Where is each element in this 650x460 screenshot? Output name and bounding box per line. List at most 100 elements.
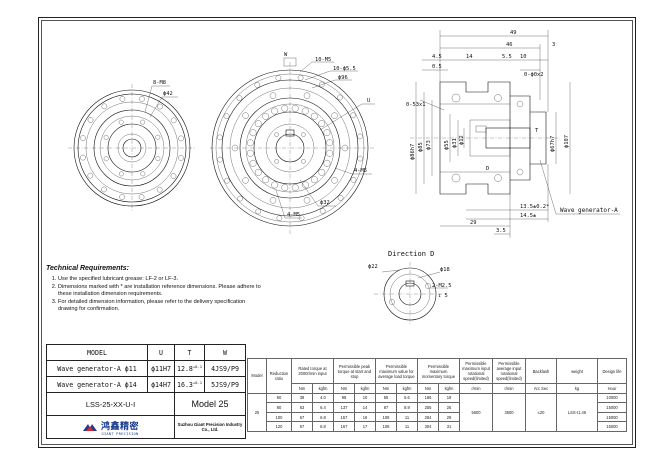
bolt-hole (281, 104, 289, 112)
bolt-hole (318, 120, 326, 127)
unit-cell: kgfm (396, 383, 418, 394)
direction-d-view (374, 262, 448, 326)
w-label: W (284, 52, 288, 58)
bolt-hole (118, 119, 124, 125)
bolt-hole (254, 82, 261, 88)
dia-53x1: 0-53x1 (406, 102, 425, 108)
spec-cell: 15000 (597, 402, 627, 413)
front-view-left (68, 84, 195, 212)
bolt-hole (139, 96, 145, 102)
bolt-hole (318, 168, 326, 176)
spec-header: Rated torque at 2000r/min input (291, 358, 334, 384)
dia-12: ϕ12 (459, 135, 465, 145)
spec-header: weight (556, 358, 598, 384)
spec-header: Design life (597, 358, 627, 384)
bolt-hole (249, 159, 257, 167)
bolt-hole (119, 96, 126, 102)
spec-cell: 50 (266, 392, 292, 404)
spec-cell: 11 (396, 411, 418, 423)
bolt-hole (323, 159, 331, 167)
requirement-item: Use the specified lubricant grease: LF-2… (58, 276, 261, 283)
spec-cell: 15000 (597, 411, 627, 423)
front-view-center (210, 57, 375, 234)
label-dia96: ϕ96 (338, 75, 348, 81)
bolt-hole (157, 103, 163, 110)
spec-cell: 6.8 (312, 421, 334, 432)
bolt-hole (178, 135, 184, 142)
bolt-hole (101, 103, 108, 110)
bolt-hole (254, 120, 262, 128)
bolt-hole (269, 92, 277, 99)
spec-header: Model (247, 358, 267, 394)
dia-67h7: ϕ67h7 (550, 136, 556, 152)
bolt-hole (155, 156, 161, 162)
dia-31: ϕ31 (452, 138, 458, 148)
bolt-hole (101, 186, 107, 193)
spec-cell: 255 (417, 402, 439, 413)
bolt-hole (236, 95, 243, 101)
bolt-hole (269, 197, 277, 204)
t-cell: 16.3+0.1 (173, 376, 206, 393)
dim-4-5: 4.5 (432, 54, 442, 60)
label-t: T (535, 128, 539, 134)
unit-cell: Nm (375, 383, 397, 394)
bolt-hole (118, 171, 124, 177)
bolt-hole (138, 194, 145, 200)
bolt-hole (274, 159, 279, 164)
bolt-hole (301, 107, 309, 115)
thread-2m25: 2-M2.5 (432, 283, 451, 289)
spec-cell: 16 (354, 411, 376, 423)
bolt-hole (119, 194, 125, 200)
dim-3-5: 3.5 (496, 228, 506, 234)
dim-0-dia0x2: 0-ϕ0x2 (524, 72, 543, 78)
w-cell: 5JS9/P9 (204, 376, 247, 393)
dia-label-42: ϕ42 (163, 91, 173, 97)
bolt-hole (87, 172, 94, 179)
bolt-hole (242, 177, 249, 184)
unit-cell: Nm (291, 383, 313, 394)
unit-cell: Arc Sec (525, 383, 557, 394)
label-10-dia55: 10-ϕ5.5 (333, 66, 356, 72)
dia-22: ϕ22 (368, 264, 378, 270)
spec-cell: 186 (417, 392, 439, 404)
bolt-hole (323, 129, 331, 137)
bolt-hole (217, 134, 223, 141)
bolt-hole (301, 181, 309, 189)
spec-cell: 284 (417, 411, 439, 423)
w-cell: 4JS9/P9 (204, 360, 247, 377)
label-dia32: ϕ32 (320, 200, 330, 206)
unit-cell: Hour (597, 383, 627, 394)
dim-3: 3 (552, 42, 555, 48)
spec-cell: 5600 (459, 392, 493, 432)
bolt-hole (274, 132, 279, 137)
bolt-hole (217, 156, 223, 163)
spec-header: Permissible average input rotational spe… (492, 358, 526, 384)
spec-cell: 100 (266, 411, 292, 423)
requirement-item: Dimensions marked with * are installatio… (58, 284, 261, 299)
thread-label-8m8: 8-M8 (153, 80, 166, 86)
spec-header: Permissible peak torque at start and sto… (333, 358, 376, 384)
bolt-hole (350, 112, 356, 119)
spec-cell: 29 (438, 411, 460, 423)
unit-cell: kgfm (354, 383, 376, 394)
label-4m5-bottom: 4-M5 (287, 212, 300, 218)
spec-cell: 108 (375, 411, 397, 423)
bolt-hole (291, 104, 299, 112)
dim-13-5: 13.5±0.2* (520, 204, 549, 210)
logo-text-cn: 鸿鑫精密 (100, 421, 139, 432)
bolt-hole (350, 177, 357, 183)
spec-cell: 63 (291, 402, 313, 413)
tolerance-sup: +0.1 (192, 363, 203, 369)
dia-73: ϕ73 (426, 140, 432, 150)
spec-header: Backlash (525, 358, 557, 384)
bolt-hole (291, 184, 299, 192)
bolt-hole (319, 208, 326, 214)
direction-d-title: Direction D (388, 250, 434, 258)
unit-cell: r/min (492, 383, 526, 394)
requirement-item: For detailed dimension information, plea… (58, 299, 261, 314)
bolt-hole (271, 107, 279, 115)
label-10m5: 10-M5 (315, 57, 331, 63)
bolt-hole (357, 155, 363, 162)
